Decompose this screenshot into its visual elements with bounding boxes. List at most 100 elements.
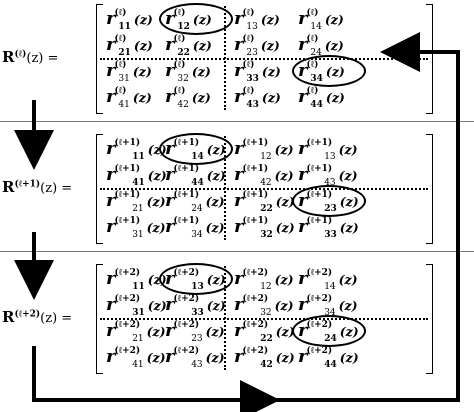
- matrix-entry: r(ℓ+1)41(z): [106, 164, 167, 188]
- matrix-entry: r(ℓ+1)22(z): [234, 190, 295, 214]
- entry-subscript: 24: [310, 48, 322, 58]
- entry-subscript: 12: [260, 282, 272, 292]
- matrix-entry: r(ℓ+1)34(z): [165, 216, 225, 240]
- entry-superscript: (ℓ+2): [242, 268, 269, 278]
- entry-symbol: r: [165, 216, 175, 237]
- entry-superscript: (ℓ+1): [114, 216, 141, 226]
- entry-superscript: (ℓ+1): [242, 164, 269, 174]
- entry-symbol: r: [165, 346, 175, 367]
- block-divider-vertical: [224, 266, 226, 370]
- entry-symbol: r: [106, 320, 116, 341]
- entry-symbol: r: [234, 320, 244, 341]
- matrix-label-base: R: [2, 178, 15, 196]
- entry-superscript: (ℓ): [306, 34, 319, 44]
- matrix-entry: r(ℓ+1)12(z): [234, 138, 294, 162]
- matrix-entry: r(ℓ+1)13(z): [298, 138, 358, 162]
- left-bracket: [96, 264, 103, 374]
- entry-argument: (z): [146, 324, 166, 339]
- entry-superscript: (ℓ+1): [114, 190, 141, 200]
- entry-symbol: r: [165, 320, 175, 341]
- entry-subscript: 32: [260, 308, 272, 318]
- entry-superscript: (ℓ+2): [242, 346, 269, 356]
- matrix-entry: r(ℓ+2)31(z): [106, 294, 167, 318]
- entry-subscript: 13: [246, 22, 258, 32]
- entry-symbol: r: [234, 34, 244, 55]
- entry-argument: (z): [338, 168, 358, 183]
- entry-argument: (z): [133, 38, 153, 53]
- matrix-entry: r(ℓ)24(z): [298, 34, 344, 58]
- entry-superscript: (ℓ): [114, 60, 127, 70]
- row-separator: [0, 251, 474, 252]
- entry-symbol: r: [165, 34, 175, 55]
- entry-superscript: (ℓ): [306, 86, 319, 96]
- matrix-label-argument: (z) =: [40, 311, 73, 326]
- entry-subscript: 32: [177, 74, 189, 84]
- entry-argument: (z): [205, 194, 225, 209]
- circled-entry: [292, 55, 366, 87]
- entry-superscript: (ℓ+1): [306, 138, 333, 148]
- matrix-entry: r(ℓ+2)42(z): [234, 346, 295, 370]
- left-bracket: [96, 134, 103, 244]
- entry-argument: (z): [338, 142, 358, 157]
- entry-symbol: r: [106, 294, 116, 315]
- entry-superscript: (ℓ): [173, 34, 186, 44]
- entry-superscript: (ℓ+2): [173, 346, 200, 356]
- matrix-entry: r(ℓ)13(z): [234, 8, 280, 32]
- matrix-entry: r(ℓ+2)33(z): [165, 294, 226, 318]
- entry-subscript: 23: [246, 48, 258, 58]
- entry-superscript: (ℓ+1): [173, 190, 200, 200]
- entry-subscript: 32: [260, 230, 273, 240]
- block-divider-horizontal: [100, 318, 428, 320]
- entry-symbol: r: [234, 60, 244, 81]
- matrix-entry: r(ℓ)43(z): [234, 86, 281, 110]
- entry-argument: (z): [275, 220, 295, 235]
- entry-superscript: (ℓ+2): [306, 294, 333, 304]
- entry-superscript: (ℓ+1): [173, 164, 200, 174]
- matrix-entry: r(ℓ)31(z): [106, 60, 152, 84]
- block-divider-horizontal: [100, 58, 428, 60]
- entry-superscript: (ℓ+2): [173, 294, 200, 304]
- matrix-entry: r(ℓ+2)11(z): [106, 268, 167, 292]
- entry-argument: (z): [274, 168, 294, 183]
- entry-argument: (z): [146, 220, 166, 235]
- circled-entry: [159, 3, 233, 35]
- block-divider-vertical: [224, 6, 226, 110]
- entry-symbol: r: [234, 190, 244, 211]
- right-bracket: [426, 134, 433, 244]
- entry-symbol: r: [298, 346, 308, 367]
- entry-superscript: (ℓ+1): [242, 138, 269, 148]
- entry-argument: (z): [274, 142, 294, 157]
- entry-argument: (z): [147, 168, 167, 183]
- matrix-label-superscript: (ℓ+1): [14, 179, 41, 190]
- entry-superscript: (ℓ+1): [114, 138, 141, 148]
- entry-subscript: 21: [118, 48, 131, 58]
- entry-symbol: r: [234, 294, 244, 315]
- entry-symbol: r: [298, 268, 308, 289]
- matrix-entry: r(ℓ+1)24(z): [165, 190, 225, 214]
- entry-superscript: (ℓ+1): [306, 164, 333, 174]
- matrix-entry: r(ℓ)22(z): [165, 34, 212, 58]
- entry-symbol: r: [234, 8, 244, 29]
- entry-subscript: 21: [132, 334, 144, 344]
- matrix-entry: r(ℓ+2)22(z): [234, 320, 295, 344]
- entry-argument: (z): [275, 324, 295, 339]
- entry-argument: (z): [146, 350, 166, 365]
- entry-subscript: 41: [132, 178, 145, 188]
- matrix-entry: r(ℓ+2)41(z): [106, 346, 166, 370]
- entry-superscript: (ℓ+1): [242, 216, 269, 226]
- matrix-entry: r(ℓ)21(z): [106, 34, 153, 58]
- entry-symbol: r: [165, 294, 175, 315]
- entry-symbol: r: [298, 294, 308, 315]
- entry-symbol: r: [165, 164, 175, 185]
- entry-subscript: 24: [191, 204, 203, 214]
- entry-subscript: 41: [132, 360, 144, 370]
- matrix-entry: r(ℓ+2)21(z): [106, 320, 166, 344]
- entry-subscript: 31: [132, 230, 144, 240]
- entry-superscript: (ℓ+2): [114, 346, 141, 356]
- matrix-label-superscript: (ℓ+2): [14, 309, 41, 320]
- entry-subscript: 22: [177, 48, 190, 58]
- entry-argument: (z): [205, 324, 225, 339]
- entry-argument: (z): [147, 298, 167, 313]
- entry-symbol: r: [106, 164, 116, 185]
- entry-argument: (z): [261, 90, 281, 105]
